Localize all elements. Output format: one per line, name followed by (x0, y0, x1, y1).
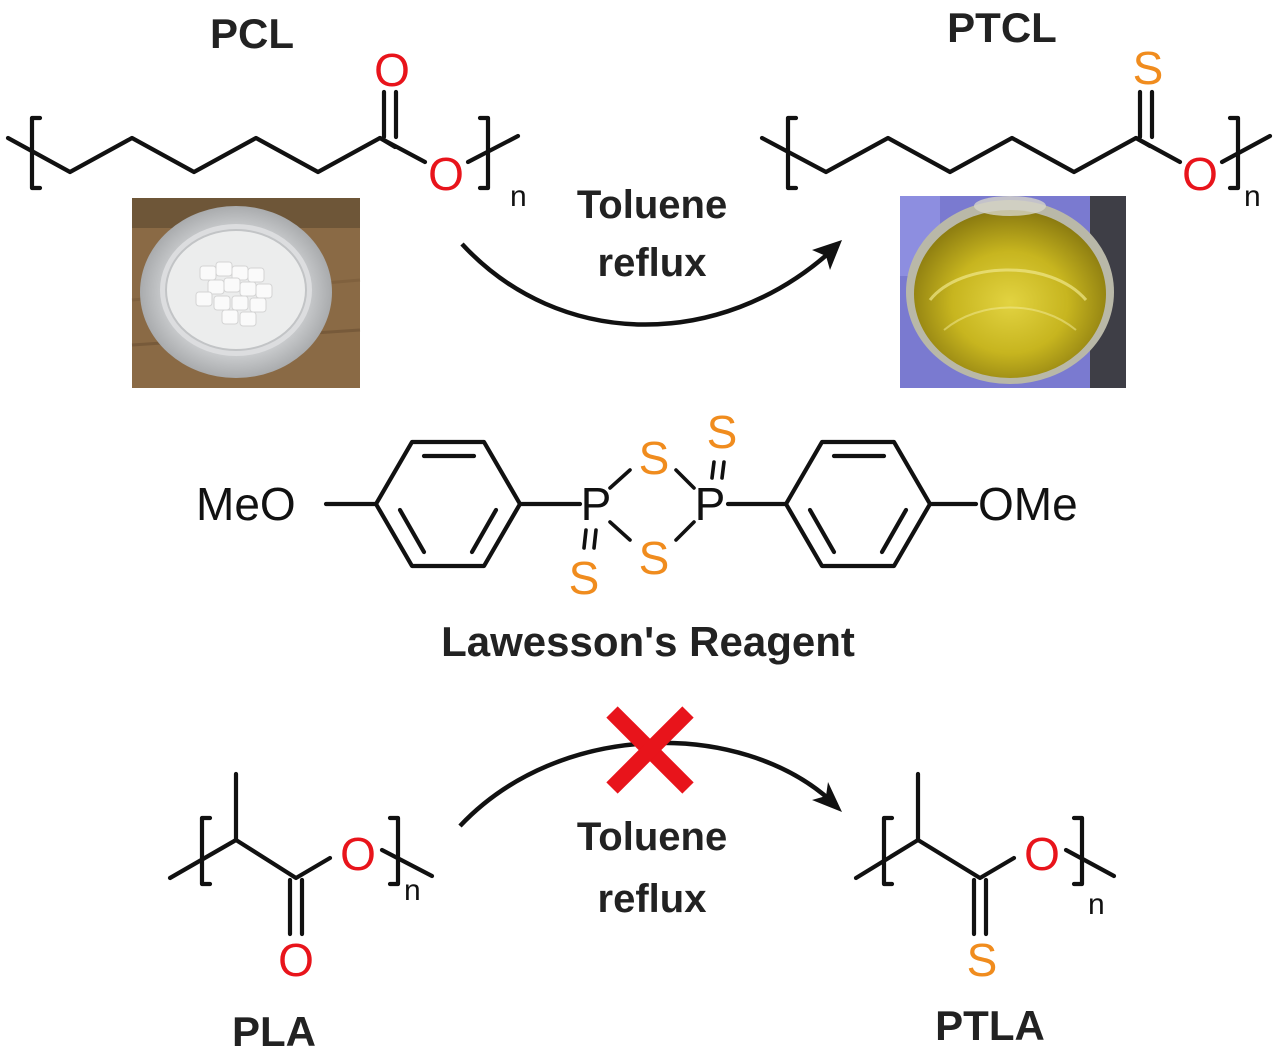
ptla-chain (853, 837, 1017, 881)
ptla-structure: O S n PTLA (853, 771, 1117, 1049)
ptcl-thiocarbonyl-sulfur: S (1133, 42, 1164, 94)
pcl-repeat-n: n (510, 180, 527, 213)
pla-left-bracket (199, 815, 213, 887)
pla-repeat-n: n (404, 874, 421, 907)
reagent-label: Lawesson's Reagent (441, 618, 855, 665)
cross-mark-icon (606, 706, 694, 794)
reagent-methoxy-left: MeO (196, 478, 296, 530)
bottom-condition-solvent: Toluene (577, 815, 727, 859)
pla-structure: O O n PLA (167, 771, 435, 1055)
reagent-right-benzene (783, 439, 933, 569)
pcl-ester-oxygen: O (428, 148, 464, 200)
ptcl-photo (900, 196, 1126, 388)
reagent-sulfur-ring-bottom: S (639, 532, 670, 584)
pla-ester-oxygen: O (340, 828, 376, 880)
reagent-phosphorus-left: P (581, 478, 612, 530)
ptla-label: PTLA (935, 1002, 1045, 1049)
bottom-reaction-arrow-group: Toluene reflux (458, 706, 842, 921)
reagent-methoxy-right: OMe (978, 478, 1078, 530)
ptcl-ester-oxygen: O (1182, 148, 1218, 200)
reagent-sulfur-exo-top: S (707, 406, 738, 458)
pcl-label: PCL (210, 10, 294, 57)
pcl-chain (5, 135, 398, 175)
lawessons-reagent-structure: MeO P S S S P S OMe Lawesson's Re (196, 406, 1078, 665)
ptcl-label: PTCL (947, 4, 1057, 51)
ptla-right-bracket (1071, 815, 1085, 887)
top-reaction-arrow (460, 242, 832, 327)
ptcl-structure: PTCL S O n (759, 4, 1273, 213)
reagent-phosphorus-right: P (695, 478, 726, 530)
reagent-sulfur-exo-bottom: S (569, 552, 600, 604)
pcl-structure: PCL O O n (5, 10, 527, 213)
top-condition-reflux: reflux (598, 241, 707, 285)
ptla-left-bracket (881, 815, 895, 887)
pcl-photo (131, 198, 361, 388)
ptcl-repeat-n: n (1244, 180, 1261, 213)
pcl-carbonyl-oxygen: O (374, 44, 410, 96)
reagent-left-benzene (373, 439, 523, 569)
pla-label: PLA (232, 1008, 316, 1055)
bottom-condition-reflux: reflux (598, 877, 707, 921)
top-condition-solvent: Toluene (577, 183, 727, 227)
top-arrow-head (812, 240, 842, 270)
ptcl-chain (759, 135, 1153, 175)
pla-right-bracket (387, 815, 401, 887)
pla-chain (167, 837, 333, 881)
reagent-sulfur-ring-top: S (639, 432, 670, 484)
ptla-thiocarbonyl-sulfur: S (967, 934, 998, 986)
ptla-repeat-n: n (1088, 888, 1105, 921)
top-reaction-arrow-group: Toluene reflux (460, 183, 842, 327)
pla-carbonyl-oxygen: O (278, 934, 314, 986)
ptla-ester-oxygen: O (1024, 828, 1060, 880)
bottom-arrow-head (812, 782, 842, 812)
